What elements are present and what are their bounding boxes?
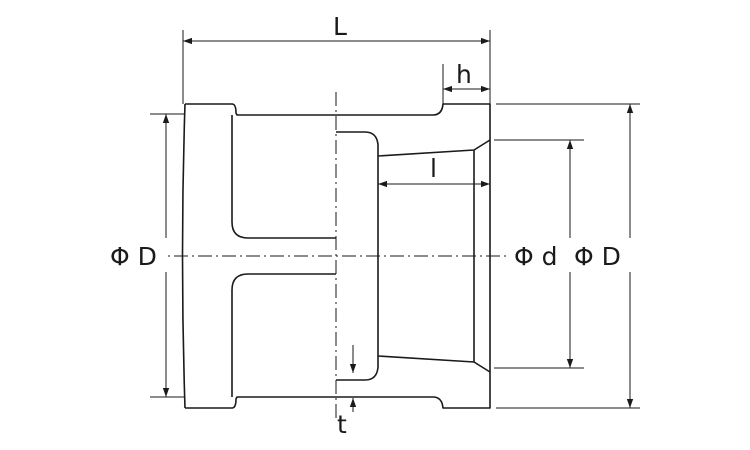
label-socket-depth: l: [430, 154, 437, 183]
label-inner-diameter: Φ d: [514, 242, 558, 271]
flange-step-top: [231, 115, 336, 239]
label-length: L: [333, 12, 347, 41]
label-hub-depth: h: [456, 60, 472, 89]
socket-bore-bottom: [336, 256, 379, 381]
socket-bore-top: [336, 131, 379, 256]
flange-step-bottom: [231, 273, 336, 397]
label-backdrop-left: [107, 238, 167, 272]
label-left-diameter: Φ D: [110, 242, 157, 271]
label-backdrop-right: [510, 238, 634, 272]
label-right-diameter: Φ D: [574, 242, 621, 271]
label-wall-thickness: t: [337, 410, 347, 439]
